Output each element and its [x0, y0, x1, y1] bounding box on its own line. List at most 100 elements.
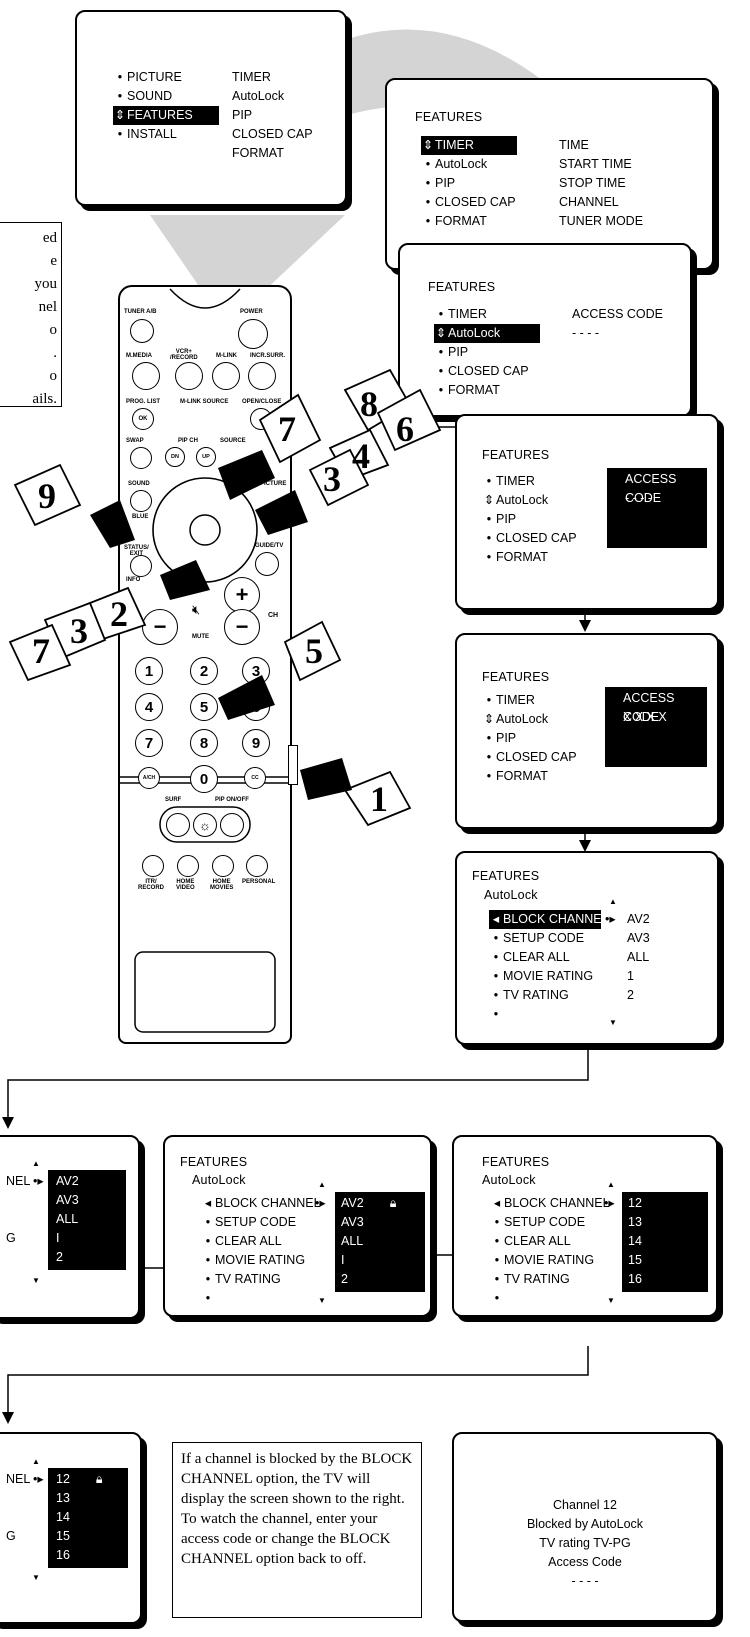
channel-option[interactable]: ALL	[341, 1234, 364, 1248]
digit-8-button[interactable]: 8	[190, 729, 218, 757]
scroll-down-icon[interactable]: ▼	[607, 1296, 615, 1305]
channel-list-box[interactable]: 12 13 14 15 16	[622, 1192, 708, 1292]
menu-item-closed-cap[interactable]: •CLOSED CAP	[486, 531, 577, 545]
menu-item-setup-code[interactable]: •SETUP CODE	[205, 1215, 297, 1229]
menu-item-format[interactable]: •FORMAT	[438, 383, 500, 397]
channel-option[interactable]: AV2	[341, 1196, 364, 1210]
channel-list-box[interactable]: 12🔒︎ 13 14 15 16	[48, 1468, 128, 1568]
home-movies-button[interactable]	[212, 855, 234, 877]
menu-item-movie-rating[interactable]: •MOVIE RATING	[494, 1253, 595, 1267]
menu-item-closed-cap[interactable]: •CLOSED CAP	[425, 195, 516, 209]
menu-item-clear-all[interactable]: •CLEAR ALL	[205, 1234, 282, 1248]
access-code-box[interactable]: ACCESS CODE - - - -	[607, 468, 707, 548]
channel-option[interactable]: ALL	[627, 950, 650, 964]
channel-option[interactable]: 16	[628, 1272, 642, 1286]
menu-item-format[interactable]: •FORMAT	[486, 550, 548, 564]
channel-option[interactable]: 2	[627, 988, 634, 1002]
channel-option[interactable]: 14	[56, 1510, 70, 1524]
digit-9-button[interactable]: 9	[242, 729, 270, 757]
ok-button[interactable]: OK	[132, 408, 154, 430]
scroll-up-icon[interactable]: ▲	[607, 1180, 615, 1189]
volume-up-button[interactable]: +	[224, 577, 260, 613]
menu-item-sound[interactable]: •SOUND	[117, 89, 173, 103]
channel-list-box[interactable]: AV2🔒︎ AV3 ALL I 2	[335, 1192, 425, 1292]
swap-button[interactable]	[130, 447, 152, 469]
pip-onoff-button[interactable]	[220, 813, 244, 837]
power-button[interactable]	[238, 319, 268, 349]
menu-item-pip[interactable]: •PIP	[486, 512, 517, 526]
mute-icon[interactable]: 🔇︎	[192, 602, 201, 617]
digit-1-button[interactable]: 1	[135, 657, 163, 685]
digit-4-button[interactable]: 4	[135, 693, 163, 721]
menu-item-format[interactable]: •FORMAT	[486, 769, 548, 783]
digit-7-button[interactable]: 7	[135, 729, 163, 757]
ch-down-button[interactable]: −	[224, 609, 260, 645]
digit-5-button[interactable]: 5	[190, 693, 218, 721]
menu-item-tv-rating[interactable]: •TV RATING	[205, 1272, 281, 1286]
menu-item-tv-rating[interactable]: •TV RATING	[494, 1272, 570, 1286]
personal-button[interactable]	[246, 855, 268, 877]
menu-item-pip[interactable]: •PIP	[425, 176, 456, 190]
channel-option[interactable]: 1	[627, 969, 634, 983]
channel-option[interactable]: I	[56, 1231, 60, 1245]
tuner-button[interactable]	[130, 319, 154, 343]
scroll-down-icon[interactable]: ▼	[318, 1296, 326, 1305]
side-button[interactable]	[288, 745, 298, 785]
channel-option[interactable]: AV3	[56, 1193, 79, 1207]
channel-option[interactable]: 2	[56, 1250, 63, 1264]
channel-option[interactable]: 2	[341, 1272, 348, 1286]
scroll-down-icon[interactable]: ▼	[32, 1276, 40, 1285]
scroll-down-icon[interactable]: ▼	[609, 1018, 617, 1027]
menu-item-closed-cap[interactable]: •CLOSED CAP	[438, 364, 529, 378]
menu-item-autolock[interactable]: ⇕AutoLock	[434, 324, 540, 343]
channel-option[interactable]: AV3	[627, 931, 650, 945]
channel-option[interactable]: AV3	[341, 1215, 364, 1229]
menu-item-timer[interactable]: ⇕TIMER	[421, 136, 517, 155]
menu-item-picture[interactable]: •PICTURE	[117, 70, 182, 84]
access-code-box[interactable]: ACCESS CODE X X X X	[605, 687, 707, 767]
channel-option[interactable]: 13	[56, 1491, 70, 1505]
menu-item-block-channel[interactable]: ◂BLOCK CHANNEL	[204, 1196, 321, 1210]
channel-option[interactable]: I	[341, 1253, 345, 1267]
channel-option[interactable]: ALL	[56, 1212, 79, 1226]
channel-option[interactable]: 15	[56, 1529, 70, 1543]
home-video-button[interactable]	[177, 855, 199, 877]
menu-item-setup-code[interactable]: •SETUP CODE	[493, 931, 585, 945]
menu-item-timer[interactable]: •TIMER	[486, 693, 535, 707]
scroll-up-icon[interactable]: ▲	[609, 897, 617, 906]
menu-item-block-channel[interactable]: ◂BLOCK CHANNEL	[489, 910, 609, 929]
surf-button[interactable]	[166, 813, 190, 837]
channel-option[interactable]: 15	[628, 1253, 642, 1267]
ach-button[interactable]: A/CH	[138, 767, 160, 789]
menu-item-block-channel[interactable]: ◂BLOCK CHANNEL	[493, 1196, 610, 1210]
cc-button[interactable]: CC	[244, 767, 266, 789]
volume-down-button[interactable]: −	[142, 609, 178, 645]
menu-item-tv-rating[interactable]: •TV RATING	[493, 988, 569, 1002]
scroll-down-icon[interactable]: ▼	[32, 1573, 40, 1582]
digit-2-button[interactable]: 2	[190, 657, 218, 685]
menu-item-autolock[interactable]: ⇕AutoLock	[483, 712, 549, 726]
scroll-up-icon[interactable]: ▲	[318, 1180, 326, 1189]
channel-option[interactable]: 13	[628, 1215, 642, 1229]
pip-ch-up-button[interactable]: UP	[196, 447, 216, 467]
menu-item-movie-rating[interactable]: •MOVIE RATING	[205, 1253, 306, 1267]
menu-item-clear-all[interactable]: •CLEAR ALL	[493, 950, 570, 964]
incr-surr-button[interactable]	[248, 362, 276, 390]
menu-item-setup-code[interactable]: •SETUP CODE	[494, 1215, 586, 1229]
mmedia-button[interactable]	[132, 362, 160, 390]
menu-item-timer[interactable]: •TIMER	[486, 474, 535, 488]
brightness-button[interactable]: ☼	[193, 813, 217, 837]
menu-item-clear-all[interactable]: •CLEAR ALL	[494, 1234, 571, 1248]
mlink-button[interactable]	[212, 362, 240, 390]
menu-item-timer[interactable]: •TIMER	[438, 307, 487, 321]
scroll-up-icon[interactable]: ▲	[32, 1159, 40, 1168]
menu-item-closed-cap[interactable]: •CLOSED CAP	[486, 750, 577, 764]
channel-option[interactable]: 16	[56, 1548, 70, 1562]
channel-option[interactable]: 12	[628, 1196, 642, 1210]
menu-item-format[interactable]: •FORMAT	[425, 214, 487, 228]
channel-option[interactable]: 14	[628, 1234, 642, 1248]
menu-item-features[interactable]: ⇕FEATURES	[113, 106, 219, 125]
channel-list-box[interactable]: AV2 AV3 ALL I 2	[48, 1170, 126, 1270]
menu-item-autolock[interactable]: ⇕AutoLock	[483, 493, 549, 507]
vcr-record-button[interactable]	[175, 362, 203, 390]
